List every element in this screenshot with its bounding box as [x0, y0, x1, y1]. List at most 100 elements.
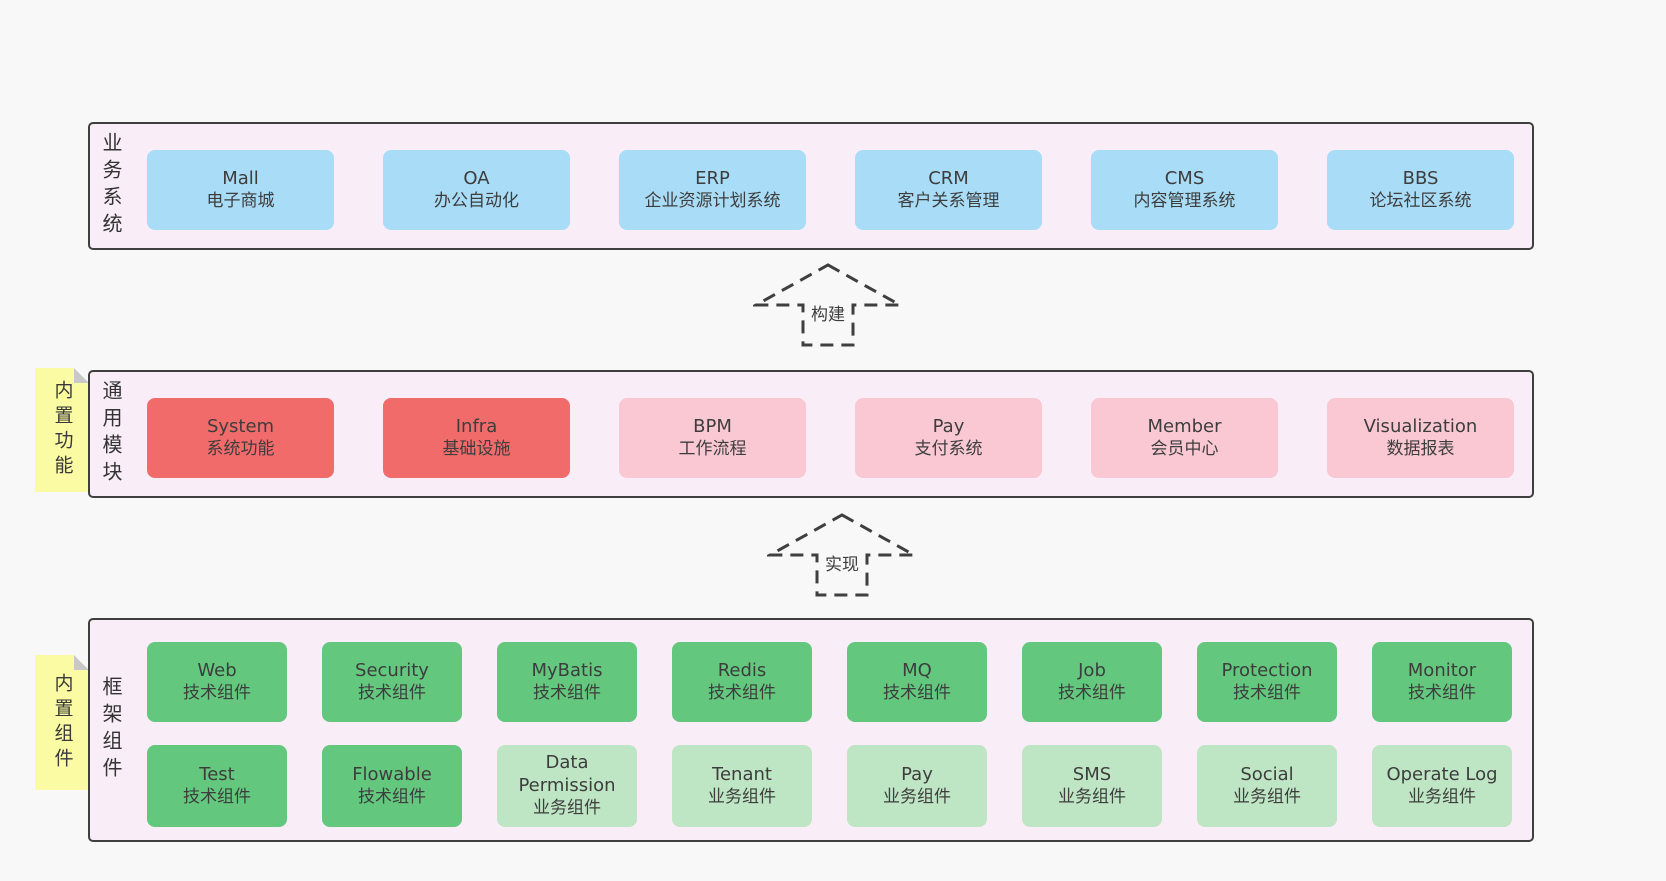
box-title: Job	[1078, 659, 1106, 681]
box-title: Operate Log	[1386, 763, 1498, 785]
box-test: Test 技术组件	[147, 745, 287, 827]
box-cms: CMS 内容管理系统	[1091, 150, 1278, 230]
box-sms: SMS 业务组件	[1022, 745, 1162, 827]
sticky-note-label: 内置功能	[51, 380, 74, 480]
box-mybatis: MyBatis 技术组件	[497, 642, 637, 722]
box-subtitle: 业务组件	[883, 787, 951, 808]
box-subtitle: 技术组件	[1233, 683, 1301, 704]
box-subtitle: 技术组件	[1408, 683, 1476, 704]
box-subtitle: 业务组件	[1058, 787, 1126, 808]
box-subtitle: 支付系统	[914, 439, 983, 460]
box-title: BPM	[693, 415, 732, 437]
box-subtitle: 业务组件	[1233, 787, 1301, 808]
box-infra: Infra 基础设施	[383, 398, 570, 478]
components-box-row-2: Test 技术组件 Flowable 技术组件 Data Permission …	[147, 745, 1512, 827]
box-data-permission: Data Permission 业务组件	[497, 745, 637, 827]
box-title: Monitor	[1407, 659, 1477, 681]
box-subtitle: 论坛社区系统	[1369, 191, 1472, 212]
box-subtitle: 技术组件	[883, 683, 951, 704]
box-title: CMS	[1164, 167, 1205, 189]
box-subtitle: 技术组件	[183, 787, 251, 808]
box-operate-log: Operate Log 业务组件	[1372, 745, 1512, 827]
box-title: Mall	[222, 167, 259, 189]
box-subtitle: 业务组件	[533, 798, 601, 819]
box-title: Pay	[901, 763, 933, 785]
common-modules-layer: 通用模块 System 系统功能 Infra 基础设施 BPM 工作流程 Pay…	[88, 370, 1534, 498]
box-title: ERP	[695, 167, 730, 189]
box-subtitle: 办公自动化	[434, 191, 519, 212]
box-subtitle: 技术组件	[183, 683, 251, 704]
box-security: Security 技术组件	[322, 642, 462, 722]
box-redis: Redis 技术组件	[672, 642, 812, 722]
build-arrow-label: 构建	[811, 305, 845, 325]
framework-components-layer: 框架组件 Web 技术组件 Security 技术组件 MyBatis 技术组件…	[88, 618, 1534, 842]
box-subtitle: 技术组件	[358, 683, 426, 704]
box-member: Member 会员中心	[1091, 398, 1278, 478]
sticky-note-label: 内置组件	[51, 672, 74, 773]
box-subtitle: 业务组件	[1408, 787, 1476, 808]
box-title: OA	[463, 167, 490, 189]
box-erp: ERP 企业资源计划系统	[619, 150, 806, 230]
box-title: Security	[355, 659, 429, 681]
box-subtitle: 系统功能	[206, 439, 275, 460]
box-title: Infra	[455, 415, 498, 437]
box-subtitle: 业务组件	[708, 787, 776, 808]
box-protection: Protection 技术组件	[1197, 642, 1337, 722]
box-subtitle: 基础设施	[442, 439, 511, 460]
layer-label-business: 业务系统	[99, 132, 123, 240]
sticky-note-built-in-components: 内置组件	[35, 655, 89, 790]
build-arrow-icon: 构建	[753, 262, 903, 348]
box-system: System 系统功能	[147, 398, 334, 478]
box-title: Tenant	[712, 763, 772, 785]
box-title: Protection	[1221, 659, 1313, 681]
box-title: Data Permission	[518, 752, 616, 796]
box-monitor: Monitor 技术组件	[1372, 642, 1512, 722]
box-title: Flowable	[352, 763, 432, 785]
box-subtitle: 内容管理系统	[1133, 191, 1236, 212]
layer-label-modules: 通用模块	[99, 380, 123, 488]
business-systems-layer: 业务系统 Mall 电子商城 OA 办公自动化 ERP 企业资源计划系统 CRM…	[88, 122, 1534, 250]
box-title: BBS	[1402, 167, 1439, 189]
box-subtitle: 企业资源计划系统	[644, 191, 781, 212]
box-bpm: BPM 工作流程	[619, 398, 806, 478]
box-subtitle: 技术组件	[533, 683, 601, 704]
box-subtitle: 技术组件	[1058, 683, 1126, 704]
box-pay-module: Pay 支付系统	[855, 398, 1042, 478]
box-title: CRM	[928, 167, 969, 189]
box-subtitle: 技术组件	[708, 683, 776, 704]
components-box-row-1: Web 技术组件 Security 技术组件 MyBatis 技术组件 Redi…	[147, 642, 1512, 722]
sticky-note-built-in-features: 内置功能	[35, 368, 89, 492]
box-subtitle: 工作流程	[678, 439, 747, 460]
box-social: Social 业务组件	[1197, 745, 1337, 827]
box-title: SMS	[1072, 763, 1112, 785]
box-mq: MQ 技术组件	[847, 642, 987, 722]
box-title: Redis	[717, 659, 767, 681]
box-bbs: BBS 论坛社区系统	[1327, 150, 1514, 230]
implement-arrow-icon: 实现	[767, 512, 917, 598]
box-title: MQ	[902, 659, 932, 681]
box-title: Member	[1147, 415, 1222, 437]
modules-box-row: System 系统功能 Infra 基础设施 BPM 工作流程 Pay 支付系统…	[147, 398, 1514, 478]
box-tenant: Tenant 业务组件	[672, 745, 812, 827]
box-subtitle: 客户关系管理	[897, 191, 1000, 212]
box-subtitle: 数据报表	[1386, 439, 1455, 460]
box-subtitle: 技术组件	[358, 787, 426, 808]
box-title: Web	[197, 659, 237, 681]
box-pay-component: Pay 业务组件	[847, 745, 987, 827]
implement-arrow-label: 实现	[825, 555, 859, 575]
box-subtitle: 会员中心	[1150, 439, 1219, 460]
box-title: MyBatis	[531, 659, 603, 681]
box-title: Pay	[932, 415, 965, 437]
box-flowable: Flowable 技术组件	[322, 745, 462, 827]
box-crm: CRM 客户关系管理	[855, 150, 1042, 230]
box-visualization: Visualization 数据报表	[1327, 398, 1514, 478]
layer-label-components: 框架组件	[99, 676, 123, 784]
box-title: Test	[199, 763, 235, 785]
box-title: Visualization	[1363, 415, 1478, 437]
box-mall: Mall 电子商城	[147, 150, 334, 230]
box-title: Social	[1240, 763, 1294, 785]
box-job: Job 技术组件	[1022, 642, 1162, 722]
box-subtitle: 电子商城	[206, 191, 275, 212]
business-box-row: Mall 电子商城 OA 办公自动化 ERP 企业资源计划系统 CRM 客户关系…	[147, 150, 1514, 230]
